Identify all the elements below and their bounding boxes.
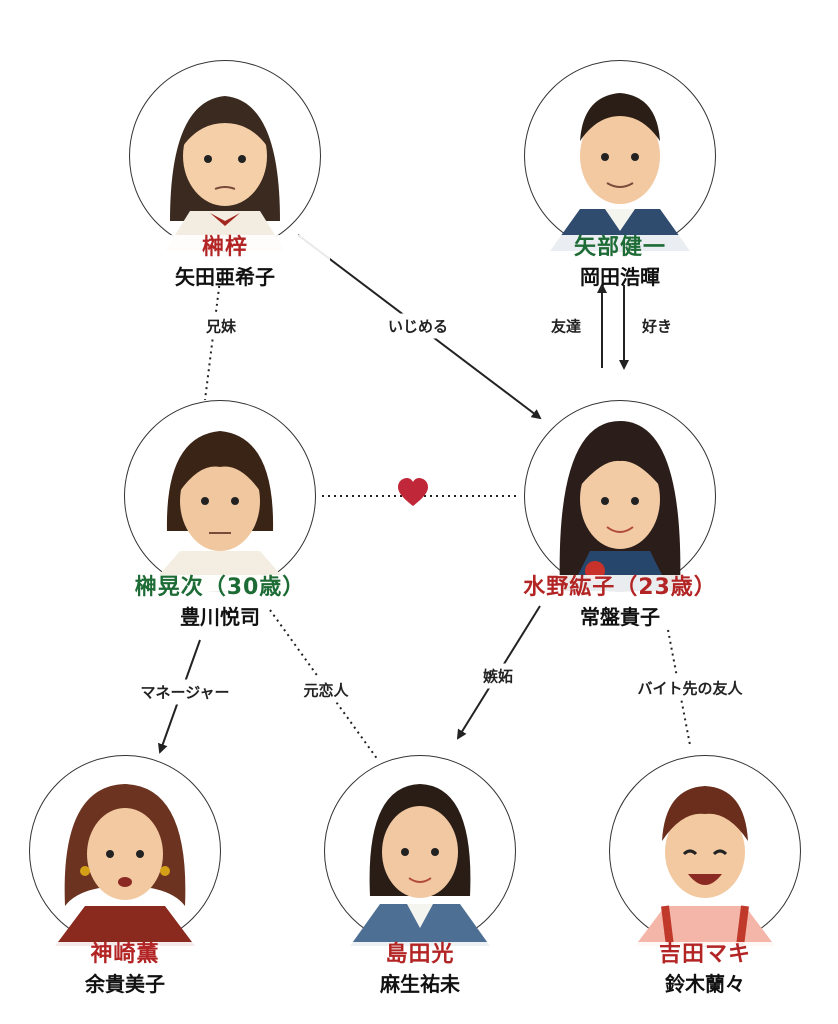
avatar: [524, 400, 716, 592]
role-name: 矢部健一: [515, 235, 725, 261]
siblings-line: [204, 279, 221, 401]
avatar: [524, 60, 716, 252]
actor-name: 麻生祐未: [380, 972, 460, 996]
character-yabe-kenichi[interactable]: 矢部健一 岡田浩暉: [515, 25, 725, 289]
actor-name: 岡田浩暉: [580, 265, 660, 289]
avatar: [29, 755, 221, 947]
role-name: 水野紘子（23歳）: [515, 575, 725, 601]
label-manager: マネージャー: [136, 679, 234, 705]
avatar: [129, 60, 321, 252]
role-name: 榊晃次（30歳）: [115, 575, 325, 601]
avatar: [609, 755, 801, 947]
character-sakaki-koji[interactable]: 榊晃次（30歳） 豊川悦司: [115, 375, 325, 635]
actor-name: 鈴木蘭々: [665, 972, 745, 996]
character-yoshida-maki[interactable]: 吉田マキ 鈴木蘭々: [600, 755, 810, 1015]
actor-name: 余貴美子: [85, 972, 165, 996]
role-name: 吉田マキ: [600, 942, 810, 968]
role-name: 島田光: [315, 942, 525, 968]
character-mizuno-hiroko[interactable]: 水野紘子（23歳） 常盤貴子: [515, 375, 725, 635]
label-friends: 友達: [546, 313, 586, 339]
character-shimada-hikari[interactable]: 島田光 麻生祐未: [315, 755, 525, 1015]
ex-lover-line: [269, 609, 379, 761]
actor-name: 常盤貴子: [580, 605, 660, 629]
avatar: [324, 755, 516, 947]
label-ex-lover: 元恋人: [299, 677, 353, 703]
label-bullies: いじめる: [383, 313, 453, 339]
label-work-friend: バイト先の友人: [633, 675, 747, 701]
role-name: 神崎薫: [20, 942, 230, 968]
avatar: [124, 400, 316, 592]
character-sakaki-azusa[interactable]: 榊梓 矢田亜希子: [120, 25, 330, 289]
label-jealousy: 嫉妬: [478, 663, 518, 689]
work-friend-line: [667, 629, 691, 746]
heart-icon: [398, 478, 428, 506]
role-name: 榊梓: [120, 235, 330, 261]
actor-name: 矢田亜希子: [175, 265, 275, 289]
character-kanzaki-kaoru[interactable]: 神崎薫 余貴美子: [20, 755, 230, 1015]
label-likes: 好き: [637, 313, 677, 339]
label-siblings: 兄妹: [201, 313, 241, 339]
actor-name: 豊川悦司: [180, 605, 260, 629]
